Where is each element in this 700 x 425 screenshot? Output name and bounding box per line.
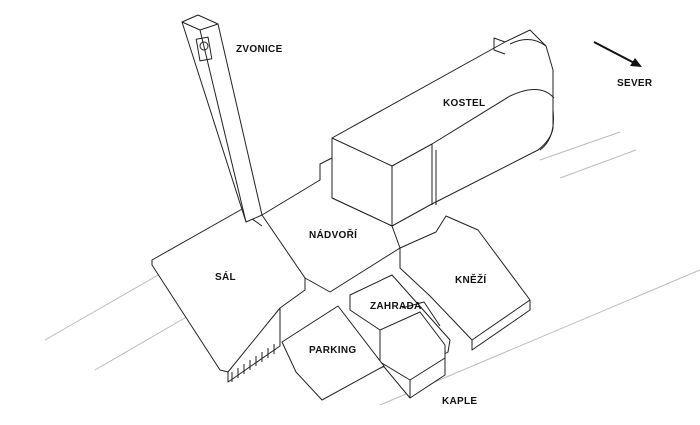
label-parking: PARKING — [309, 345, 356, 356]
label-north: SEVER — [617, 78, 653, 89]
kostel-building — [331, 29, 555, 227]
stair-ticks — [231, 344, 275, 382]
label-kaple: KAPLE — [442, 396, 477, 407]
label-kostel: KOSTEL — [443, 98, 485, 109]
label-knezi: KNĚŽÍ — [455, 273, 487, 286]
knezi-building — [399, 215, 531, 351]
kaple-building — [379, 311, 446, 399]
label-nadvori: NÁDVOŘÍ — [309, 228, 357, 241]
label-zahrada: ZAHRADA — [370, 301, 422, 312]
parking-area — [281, 305, 385, 401]
label-zvonice: ZVONICE — [236, 44, 283, 55]
north-arrow-icon — [593, 41, 642, 67]
zvonice-tower — [181, 14, 263, 223]
label-sal: SÁL — [215, 270, 236, 283]
